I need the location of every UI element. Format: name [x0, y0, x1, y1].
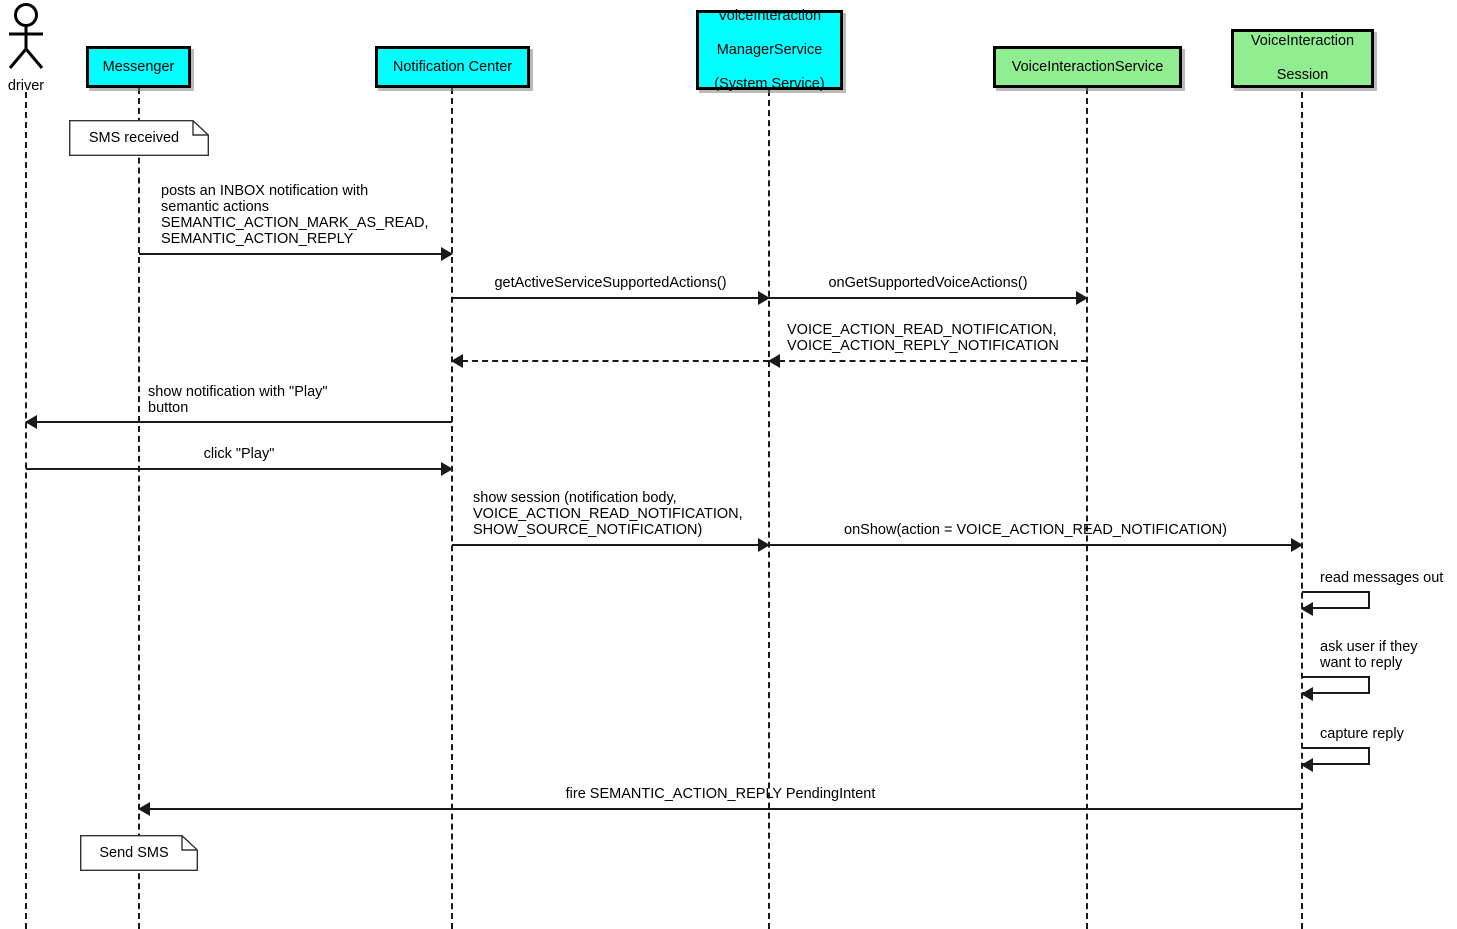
self-call-capture-reply[interactable]: capture reply [1301, 726, 1404, 772]
note-shape-icon [80, 835, 198, 871]
participant-notification-center-label: Notification Center [392, 58, 513, 75]
arrowhead-icon [451, 354, 463, 368]
self-call-right-line [1368, 591, 1370, 609]
participant-vims-label-line3: (System Service) [714, 75, 825, 92]
note-send-sms-text: Send SMS [99, 845, 169, 861]
participant-voiceinteractionsession[interactable]: VoiceInteraction Session [1231, 29, 1374, 88]
participant-voiceinteractionservice[interactable]: VoiceInteractionService [993, 46, 1182, 88]
arrowhead-icon [768, 354, 780, 368]
message-label: onGetSupportedVoiceActions() [828, 275, 1028, 291]
participant-voiceinteractionsession-label-line2: Session [1276, 67, 1329, 83]
self-call-read-messages-out[interactable]: read messages out [1301, 570, 1443, 616]
lifeline-vims [768, 90, 770, 929]
arrowhead-icon [25, 415, 37, 429]
self-call-label: ask user if they want to reply [1320, 639, 1418, 671]
self-call-bottom-line [1302, 692, 1370, 694]
stick-figure-actor-icon [8, 3, 44, 69]
arrowhead-icon [1301, 687, 1313, 701]
participant-voiceinteractionservice-label: VoiceInteractionService [1011, 58, 1164, 75]
self-call-top-line [1302, 676, 1370, 678]
participant-vims-label: VoiceInteraction ManagerService (System … [714, 8, 824, 93]
participant-notification-center[interactable]: Notification Center [375, 46, 530, 88]
self-call-top-line [1302, 747, 1370, 749]
self-call-label: read messages out [1320, 570, 1444, 586]
message-label: fire SEMANTIC_ACTION_REPLY PendingIntent [565, 786, 876, 802]
message-label: VOICE_ACTION_READ_NOTIFICATION, VOICE_AC… [787, 322, 1059, 354]
actor-label: driver [7, 78, 45, 94]
message-label: onShow(action = VOICE_ACTION_READ_NOTIFI… [844, 522, 1227, 538]
self-call-bottom-line [1302, 607, 1370, 609]
lifeline-notification-center [451, 88, 453, 929]
message-label: show session (notification body, VOICE_A… [473, 490, 743, 538]
actor-driver[interactable]: driver [0, 2, 52, 94]
self-call-bottom-line [1302, 763, 1370, 765]
message-label: show notification with "Play" button [148, 384, 328, 416]
message-label: posts an INBOX notification with semanti… [161, 183, 429, 247]
participant-vims-label-line2: ManagerService [716, 41, 823, 58]
message-line [769, 360, 1087, 362]
arrowhead-icon [758, 538, 770, 552]
self-call-label: capture reply [1320, 726, 1404, 742]
participant-messenger[interactable]: Messenger [86, 46, 191, 88]
message-line [452, 544, 769, 546]
note-sms-received: SMS received [69, 120, 209, 156]
message-line [139, 253, 452, 255]
message-line [452, 360, 769, 362]
message-line [452, 297, 769, 299]
note-shape-icon [69, 120, 209, 156]
arrowhead-icon [441, 462, 453, 476]
self-call-right-line [1368, 676, 1370, 694]
arrowhead-icon [1301, 602, 1313, 616]
self-call-ask-user-if-they-want-to-reply[interactable]: ask user if they want to reply [1301, 639, 1418, 701]
participant-vims-label-line1: VoiceInteraction [717, 7, 822, 24]
message-label: getActiveServiceSupportedActions() [494, 275, 727, 291]
message-line [769, 297, 1087, 299]
self-call-top-line [1302, 591, 1370, 593]
participant-voiceinteractionsession-label: VoiceInteraction Session [1251, 33, 1354, 84]
message-line [26, 468, 452, 470]
arrowhead-icon [138, 802, 150, 816]
message-label: click "Play" [203, 446, 275, 462]
lifeline-voiceinteractionservice [1086, 88, 1088, 929]
participant-messenger-label: Messenger [102, 58, 175, 75]
arrowhead-icon [441, 247, 453, 261]
arrowhead-icon [1076, 291, 1088, 305]
message-line [26, 421, 452, 423]
self-call-right-line [1368, 747, 1370, 765]
lifeline-voiceinteractionsession [1301, 92, 1303, 929]
arrowhead-icon [758, 291, 770, 305]
lifeline-messenger [138, 88, 140, 929]
arrowhead-icon [1301, 758, 1313, 772]
note-sms-received-text: SMS received [88, 130, 180, 146]
participant-vims[interactable]: VoiceInteraction ManagerService (System … [696, 8, 843, 93]
lifeline-driver [25, 92, 27, 929]
participant-voiceinteractionsession-label-line1: VoiceInteraction [1250, 33, 1355, 49]
arrowhead-icon [1291, 538, 1303, 552]
message-line [139, 808, 1302, 810]
message-line [769, 544, 1302, 546]
note-send-sms: Send SMS [80, 835, 198, 871]
